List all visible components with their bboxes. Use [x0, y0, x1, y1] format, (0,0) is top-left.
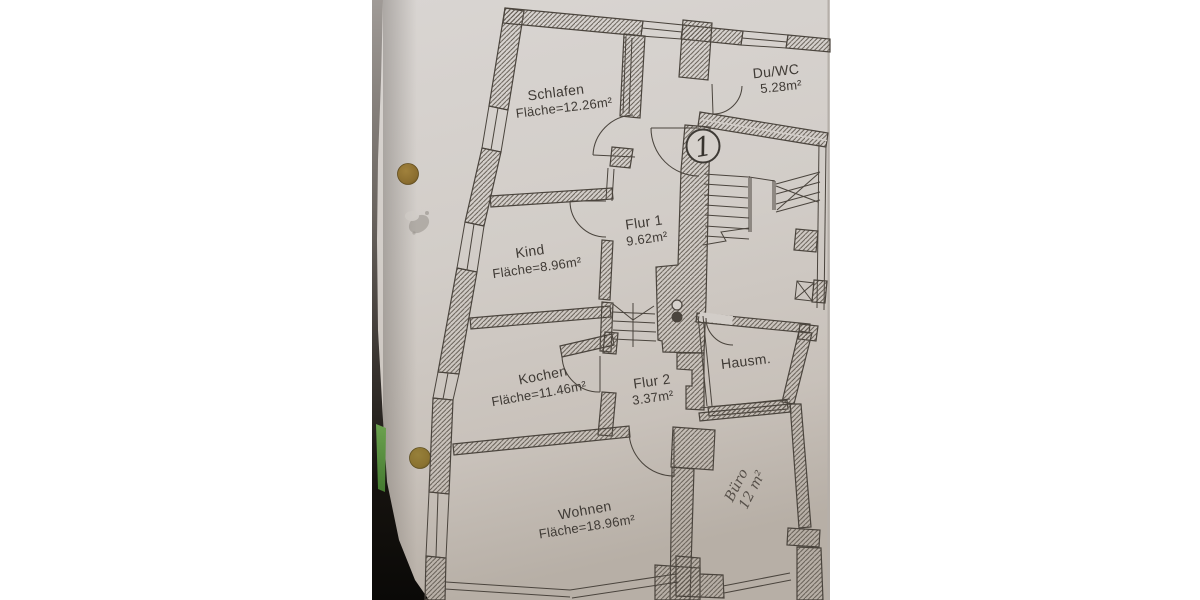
room-area-duwc: 5.28m² — [759, 77, 802, 96]
window-facade-4-glass — [435, 492, 439, 558]
pipe-symbol-1 — [671, 299, 683, 311]
level-marker-number: 1 — [692, 131, 714, 165]
window-top-1-glass — [641, 27, 683, 33]
wall-buero-bottom-left — [675, 555, 725, 599]
wall-buero-notch-b — [796, 546, 824, 600]
room-name-kind: Kind — [514, 241, 545, 261]
wall-hall-right-1 — [816, 141, 820, 309]
label-duwc: Du/WC 5.28m² — [752, 61, 803, 97]
wall-hall-right-2 — [823, 143, 827, 311]
window-top-2 — [740, 30, 789, 49]
room-area-flur2: 3.37m² — [631, 387, 675, 408]
wall-wohnen-corner — [670, 426, 716, 471]
windows — [425, 20, 792, 599]
room-area-flur1: 9.62m² — [625, 228, 669, 249]
wall-duwc-left — [678, 19, 713, 81]
punch-hole-bottom — [409, 447, 431, 469]
window-top-1 — [640, 20, 684, 40]
door-duwc — [711, 83, 743, 115]
thin-walls — [605, 36, 827, 409]
door-hausm — [705, 317, 734, 346]
window-facade-3 — [432, 371, 460, 401]
window-facade-2 — [456, 221, 485, 273]
stair-break-line — [702, 227, 750, 246]
wall-schlafen-right — [619, 33, 646, 119]
room-name-schlafen: Schlafen — [527, 81, 585, 104]
wall-kind-right — [598, 239, 614, 301]
wall-buero-right — [789, 403, 812, 529]
wall-hausm-left-2 — [702, 315, 713, 407]
wall-hausm-left-1 — [697, 315, 708, 407]
door-schlafen — [592, 114, 636, 158]
wall-facade-5 — [424, 555, 447, 600]
window-top-2-glass — [741, 37, 788, 43]
wall-schlafen-bottom — [489, 187, 614, 208]
wall-facade-4 — [428, 397, 454, 495]
door-kind — [569, 200, 607, 238]
stairs-main — [702, 171, 821, 246]
wall-flur2-left-a — [602, 331, 619, 355]
room-name-hausm: Hausm. — [720, 350, 772, 372]
doors — [561, 83, 743, 477]
wall-spine — [655, 124, 711, 354]
shaft-symbol — [794, 280, 815, 302]
window-facade-1-glass — [490, 107, 499, 151]
door-vestibule — [650, 127, 700, 177]
wall-buero-top-line — [699, 398, 791, 409]
wall-flur1-left-1 — [605, 167, 609, 201]
window-facade-4 — [425, 491, 450, 559]
wall-vestibule-left-1 — [622, 36, 627, 114]
wall-wohnen-top — [452, 425, 631, 456]
punch-hole-top — [397, 163, 419, 185]
wall-duwc-bottom-joint — [700, 118, 828, 142]
photo-dark-edge — [372, 0, 429, 600]
door-kochen — [561, 355, 601, 393]
stairs-basement — [612, 303, 657, 347]
window-facade-3-glass — [442, 372, 449, 400]
ink-smudge — [405, 211, 430, 235]
green-object-edge — [376, 424, 386, 492]
label-flur2: Flur 2 3.37m² — [631, 370, 675, 407]
level-marker-circle — [685, 128, 721, 164]
label-hausm: Hausm. — [720, 350, 772, 372]
window-facade-2-glass — [466, 223, 475, 271]
door-wohnen — [628, 430, 675, 477]
wall-hall-block — [793, 228, 819, 253]
wall-flur1-left-2 — [611, 168, 615, 202]
hausm-door-opening — [699, 312, 733, 325]
wall-door-jog — [609, 146, 634, 169]
room-name-flur1: Flur 1 — [624, 211, 663, 232]
level-marker: 1 — [685, 128, 721, 165]
room-name-duwc: Du/WC — [752, 61, 800, 82]
wall-vestibule-left-2 — [628, 37, 633, 115]
room-name-flur2: Flur 2 — [632, 370, 671, 391]
window-facade-1 — [481, 105, 509, 153]
label-flur1: Flur 1 9.62m² — [624, 211, 669, 248]
wall-buero-notch-a — [786, 527, 821, 548]
window-bottom-band — [444, 572, 792, 599]
pipe-symbol-2 — [671, 311, 683, 323]
